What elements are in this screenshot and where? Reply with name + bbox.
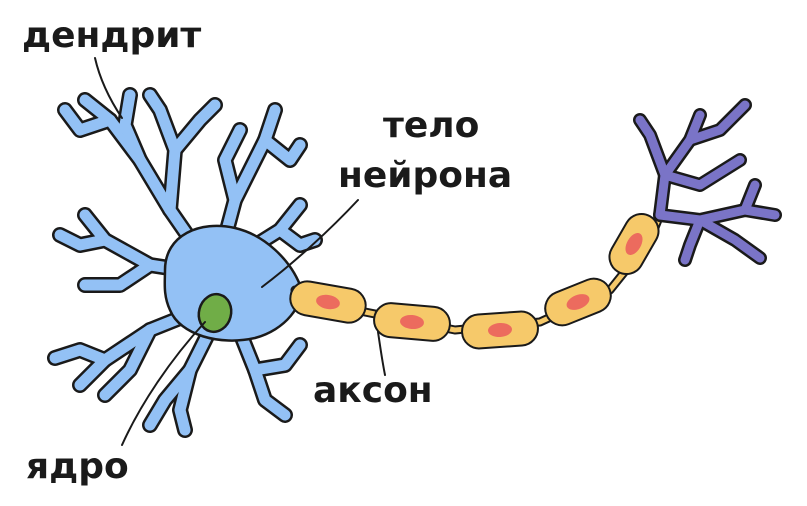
myelin-core [566,294,590,310]
nucleus [197,292,233,334]
label-body-line1: тело [383,105,479,146]
cell-body [163,224,303,342]
myelin-core [625,233,643,255]
dendrites-fill [49,89,321,436]
myelin-core [316,294,340,310]
label-axon: аксон [313,370,433,411]
axon [289,210,665,350]
body-leader-line [261,199,359,288]
myelin-segment [608,213,660,275]
myelin-segment [289,280,367,324]
dendrite-leader-line [94,57,123,119]
myelin-segment [544,277,612,327]
myelin-core [488,322,512,338]
myelin-segment [373,302,451,342]
label-nucleus: ядро [26,446,129,487]
label-body-line2: нейрона [338,155,512,196]
label-dendrite: дендрит [22,15,201,56]
nucleus-leader-line [121,321,206,446]
myelin-core [400,314,424,330]
axon-leader-line [377,331,386,376]
myelin-segment [461,310,539,350]
axon-terminal [633,98,782,267]
